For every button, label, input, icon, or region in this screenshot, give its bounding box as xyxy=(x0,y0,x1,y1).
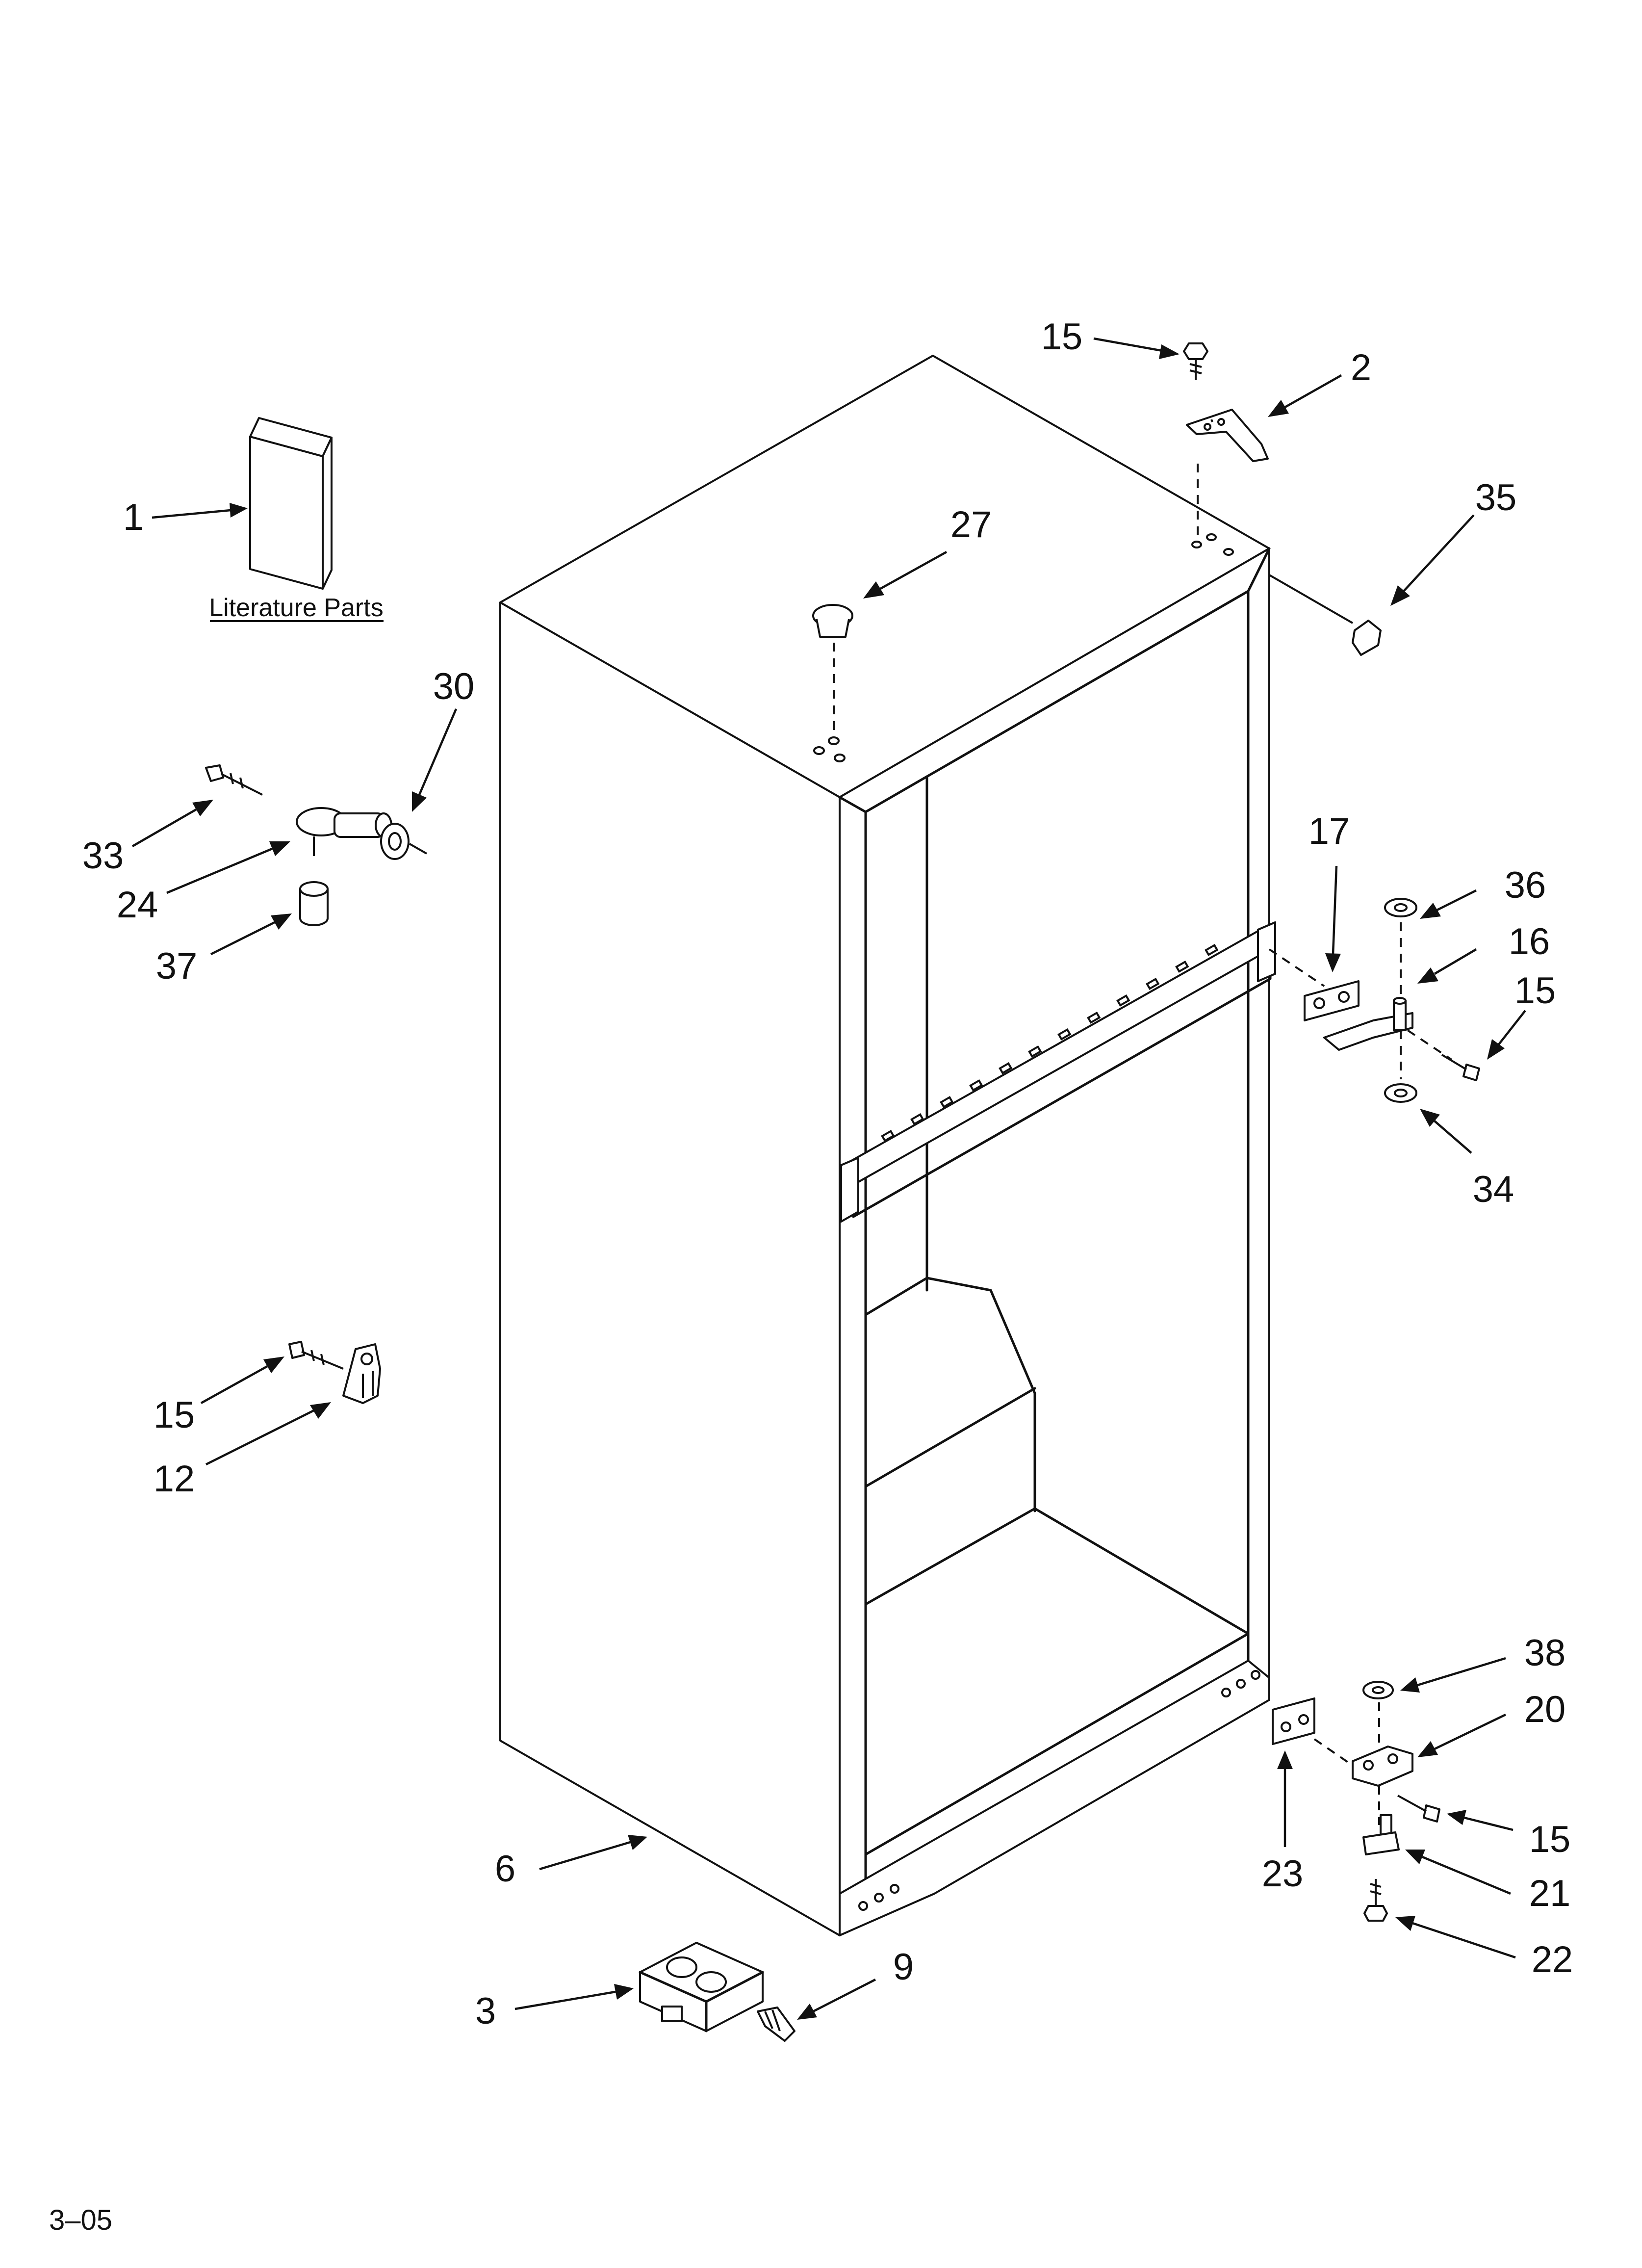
handle-bolt-screw xyxy=(205,764,263,796)
callout-23: 23 xyxy=(1262,1853,1304,1895)
center-hinge-washer-top xyxy=(1384,898,1417,917)
callout-labels: 1 2 3 6 9 12 15 15 15 15 16 17 20 21 22 … xyxy=(82,316,1573,2032)
bottom-hinge-bolt xyxy=(1363,1879,1388,1922)
leveler-screw-part xyxy=(757,2007,795,2042)
center-hinge-screw xyxy=(1441,1054,1480,1081)
hinge-cap-part xyxy=(1269,574,1382,656)
callout-2: 2 xyxy=(1351,347,1371,389)
callout-27: 27 xyxy=(950,504,992,546)
left-bracket-screw xyxy=(288,1341,344,1370)
bottom-hinge-screw xyxy=(1397,1795,1440,1823)
callout-24: 24 xyxy=(117,884,158,926)
literature-parts-caption: Literature Parts xyxy=(209,594,384,622)
callout-12: 12 xyxy=(154,1458,195,1500)
callout-33: 33 xyxy=(82,835,124,877)
callout-15-bottom: 15 xyxy=(1529,1819,1571,1860)
callout-21: 21 xyxy=(1529,1873,1571,1914)
callout-34: 34 xyxy=(1473,1169,1514,1210)
callout-37: 37 xyxy=(156,945,198,987)
bottom-shim-part xyxy=(1272,1697,1315,1745)
center-hinge-shim-part xyxy=(1304,980,1360,1021)
callout-3: 3 xyxy=(475,1990,496,2032)
callout-38: 38 xyxy=(1524,1632,1566,1674)
callout-35: 35 xyxy=(1475,477,1517,519)
bottom-hinge-part xyxy=(1352,1746,1413,1787)
literature-booklet-icon xyxy=(249,417,333,590)
handle-spacer-part xyxy=(299,881,329,926)
handle-mount-part xyxy=(296,807,392,856)
top-plug-part xyxy=(812,604,853,736)
handle-washer-part xyxy=(380,823,427,860)
callout-22: 22 xyxy=(1532,1939,1573,1981)
callout-6: 6 xyxy=(495,1848,515,1890)
revision-code: 3–05 xyxy=(49,2204,112,2236)
bottom-hinge-washer xyxy=(1362,1681,1394,1699)
top-hinge-screw xyxy=(1183,342,1208,380)
callout-15-center: 15 xyxy=(1514,970,1556,1012)
callout-9: 9 xyxy=(893,1946,914,1988)
callout-17: 17 xyxy=(1308,810,1350,852)
center-hinge-washer-bottom xyxy=(1384,1083,1417,1103)
callout-1: 1 xyxy=(123,496,144,538)
callout-36: 36 xyxy=(1505,864,1546,906)
refrigerator-cabinet xyxy=(499,355,1276,1936)
callout-20: 20 xyxy=(1524,1689,1566,1730)
center-hinge-part xyxy=(1323,997,1413,1051)
roller-bracket-part xyxy=(639,1942,764,2033)
callout-30: 30 xyxy=(433,666,475,707)
top-hinge-part xyxy=(1186,409,1269,462)
bottom-hinge-pin-part xyxy=(1362,1814,1400,1855)
callout-15-left: 15 xyxy=(154,1394,195,1436)
callout-16: 16 xyxy=(1509,921,1550,963)
callout-15-top: 15 xyxy=(1041,316,1083,358)
left-bracket-part xyxy=(342,1343,381,1404)
callout-leaders xyxy=(131,337,1526,2020)
